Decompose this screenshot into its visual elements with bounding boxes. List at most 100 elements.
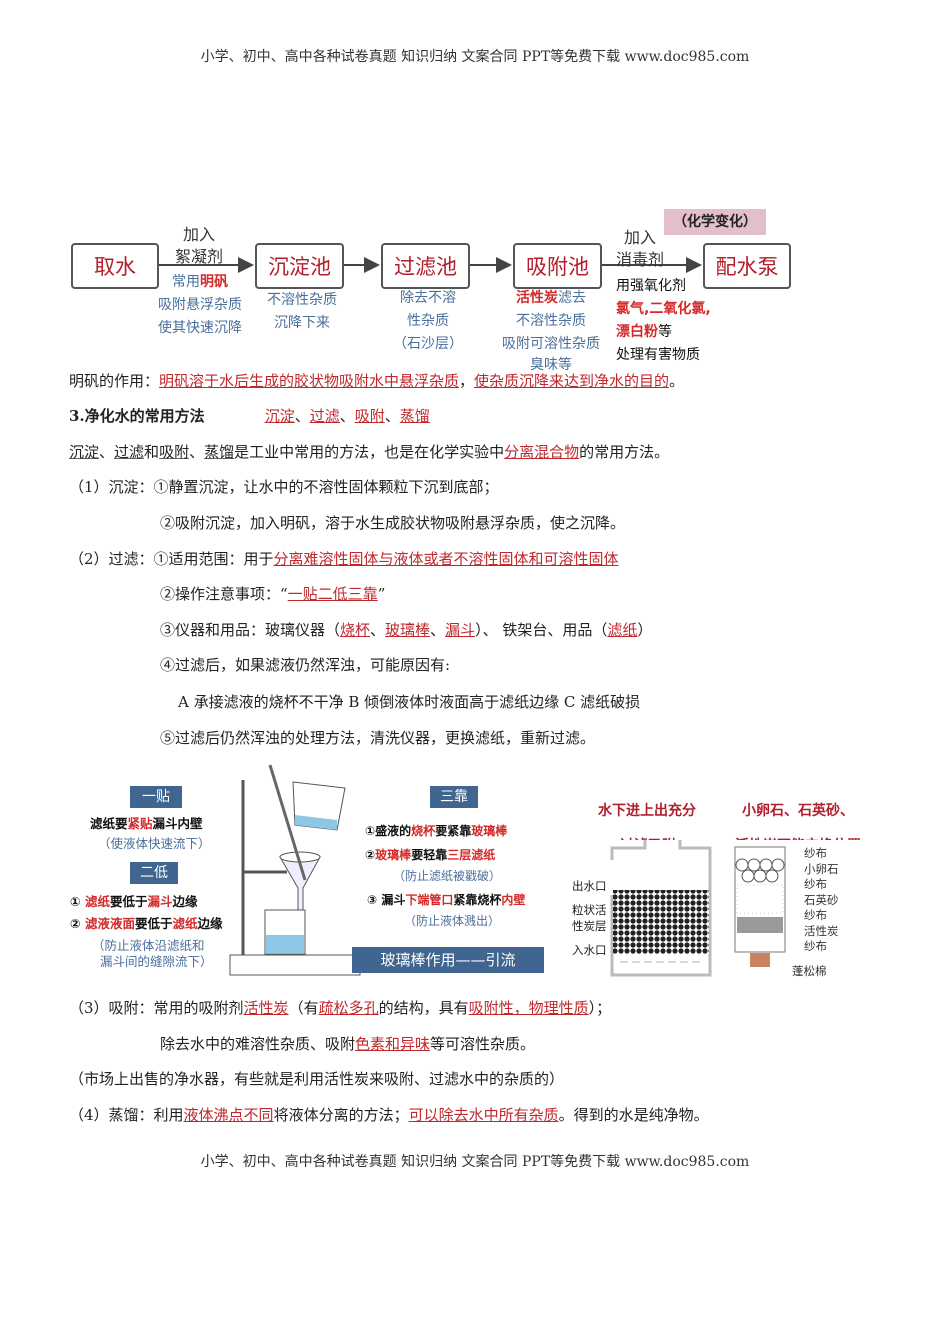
answer-text: 吸附性，物理性质 (468, 999, 589, 1017)
t: 下端管口 (405, 893, 454, 907)
body-text: 、 (430, 621, 446, 639)
flow-step-pump: 配水泵 (703, 243, 791, 289)
body-text: 沉淀 (69, 443, 100, 461)
methods-intro-line: 沉淀、过滤和吸附、蒸馏是工业中常用的方法，也是在化学实验中分离混合物的常用方法。 (69, 442, 669, 462)
body-text: 等可溶性杂质。 (430, 1035, 536, 1053)
adsorption-line-1: （3）吸附：常用的吸附剂活性炭（有疏松多孔的结构，具有吸附性，物理性质）； (69, 998, 611, 1018)
answer-text: 烧杯 (340, 621, 371, 639)
flow-step-adsorption: 吸附池 (513, 243, 602, 289)
answer-text: 使杂质沉降来达到净水的目的 (474, 372, 670, 390)
body-text: 。 (669, 372, 685, 390)
t: 漏斗 (147, 894, 173, 909)
adsorption-line-2: 除去水中的难溶性杂质、吸附色素和异味等可溶性杂质。 (160, 1034, 535, 1054)
body-text: 、 (384, 407, 400, 425)
rule1-note: （使液体快速流下） (98, 836, 211, 851)
note-text: 使其快速沉降 (158, 320, 242, 336)
body-text: 过滤 (114, 443, 145, 461)
rule3a-text: ①盛液的烧杯要紧靠玻璃棒 (365, 822, 507, 839)
t: 玻璃棒 (375, 848, 412, 862)
body-text: ④过滤后，如果滤液仍然浑浊，可能原因有: (160, 656, 451, 674)
flow-arrows (159, 257, 702, 273)
carbon-purifier-illustration (610, 840, 712, 977)
rule1-text: 滤纸要紧贴漏斗内壁 (90, 813, 203, 832)
arrow1-line2: 絮凝剂 (175, 247, 224, 266)
answer-text: 明矾溶于水后生成的胶状物吸附水中悬浮杂质 (159, 372, 460, 390)
note-text: （石沙层） (393, 336, 463, 352)
body-text: （有 (288, 999, 319, 1017)
section-heading-purification-methods: 3.净化水的常用方法 沉淀、过滤、吸附、蒸馏 (69, 406, 430, 426)
turbid-handling-line: ⑤过滤后仍然浑浊的处理方法，清洗仪器，更换滤纸，重新过滤。 (160, 728, 595, 748)
distillation-line: （4）蒸馏：利用液体沸点不同将液体分离的方法；可以除去水中所有杂质。得到的水是纯… (69, 1105, 709, 1125)
t: 活性炭 (804, 923, 839, 938)
outlet-label: 出水口 (572, 879, 607, 893)
body-text: 是工业中常用的方法，也是在化学实验中 (234, 443, 505, 461)
purifier-title-1-cut: 过滤吸附 (620, 832, 676, 840)
filtration-apparatus-illustration (229, 764, 361, 976)
body-text: ” (377, 585, 386, 603)
glass-rod-role-banner: 玻璃棒作用——引流 (352, 947, 544, 973)
body-text: 的结构，具有 (378, 999, 469, 1017)
body-text: ）； (588, 999, 612, 1017)
answer-text: 滤纸 (607, 621, 638, 639)
t: ② (365, 848, 376, 862)
note-text: 不溶性杂质 (516, 313, 586, 329)
answer-text: 蒸馏 (399, 407, 430, 425)
answer-text: 一贴二低三靠 (287, 585, 378, 603)
answer-text: 沉淀 (264, 407, 295, 425)
body-text: 明矾的作用： (69, 372, 160, 390)
t: ③ 漏斗 (367, 893, 406, 907)
note-text: 吸附悬浮杂质 (158, 297, 242, 313)
step5-note: 用强氧化剂 氯气,二氧化氯, 漂白粉等 处理有害物质 (616, 275, 711, 367)
body-text: ③仪器和用品：玻璃仪器（ (160, 621, 341, 639)
answer-text: 分离混合物 (504, 443, 580, 461)
tag-two-low: 二低 (130, 862, 178, 884)
turbid-reasons-options: A 承接滤液的烧杯不干净 B 倾倒液体时液面高于滤纸边缘 C 滤纸破损 (178, 692, 640, 712)
layer-labels: 纱布 小卵石 纱布 石英砂 纱布 活性炭 纱布 (804, 846, 839, 955)
body-text: ， (459, 372, 475, 390)
arrow4-line2: 消毒剂 (616, 250, 665, 269)
note-text: 不溶性杂质 (267, 292, 337, 308)
sedimentation-line-2: ②吸附沉淀，加入明矾，溶于水生成胶状物吸附悬浮杂质，使之沉降。 (160, 513, 625, 533)
note-text: 处理有害物质 (616, 347, 700, 363)
t: 玻璃棒 (471, 824, 508, 838)
note-text: 活性炭 (516, 290, 558, 306)
t: 滤纸 (172, 916, 198, 931)
t: 石英砂 (804, 892, 839, 907)
flow-step-filtration: 过滤池 (381, 243, 470, 289)
purifier-note-line: （市场上出售的净水器，有些就是利用活性炭来吸附、过滤水中的杂质的） (69, 1069, 564, 1089)
note-text: 沉降下来 (274, 315, 330, 331)
t: 边缘 (172, 894, 198, 909)
chemical-change-tag: （化学变化） (664, 209, 766, 235)
body-text: 。得到的水是纯净物。 (558, 1106, 709, 1124)
answer-text: 色素和异味 (355, 1035, 431, 1053)
purifier-title-2: 小卵石、石英砂、 (742, 803, 854, 819)
filtration-notes-line: ②操作注意事项：“一贴二低三靠” (160, 584, 385, 604)
t: 三层滤纸 (447, 848, 496, 862)
body-text: （2）过滤：①适用范围：用于 (69, 550, 274, 568)
sedimentation-line-1: （1）沉淀：①静置沉淀，让水中的不溶性固体颗粒下沉到底部； (69, 477, 499, 497)
step2-note: 不溶性杂质 沉降下来 (252, 289, 352, 335)
body-text: 、 (339, 407, 355, 425)
body-text: 的常用方法。 (579, 443, 670, 461)
t: 要低于 (134, 916, 173, 931)
body-text: （市场上出售的净水器，有些就是利用活性炭来吸附、过滤水中的杂质的） (69, 1070, 565, 1088)
purifier-title-1: 水下进上出充分 (598, 803, 696, 819)
body-text: ⑤过滤后仍然浑浊的处理方法，清洗仪器，更换滤纸，重新过滤。 (160, 729, 596, 747)
arrow4-line1: 加入 (624, 228, 657, 247)
t: 紧贴 (127, 816, 153, 831)
rule2-note: （防止液体沿滤纸和漏斗间的缝隙流下） (92, 938, 213, 970)
body-text: （4）蒸馏：利用 (69, 1106, 184, 1124)
note-text: 吸附可溶性杂质 (502, 336, 600, 352)
body-text: 、 (294, 407, 310, 425)
note-text: 漂白粉 (616, 324, 658, 340)
t: 滤纸要 (90, 816, 128, 831)
t: ① (70, 894, 85, 909)
step1-note: 常用明矾 吸附悬浮杂质 使其快速沉降 (145, 271, 255, 340)
note-text: 明矾 (200, 274, 228, 290)
answer-text: 可以除去水中所有杂质 (408, 1106, 559, 1124)
page-footer: 小学、初中、高中各种试卷真题 知识归纳 文案合同 PPT等免费下载 www.do… (200, 1154, 750, 1170)
note-text: 滤去 (558, 290, 586, 306)
note-text: 除去不溶 (400, 290, 456, 306)
t: 纱布 (804, 877, 827, 891)
